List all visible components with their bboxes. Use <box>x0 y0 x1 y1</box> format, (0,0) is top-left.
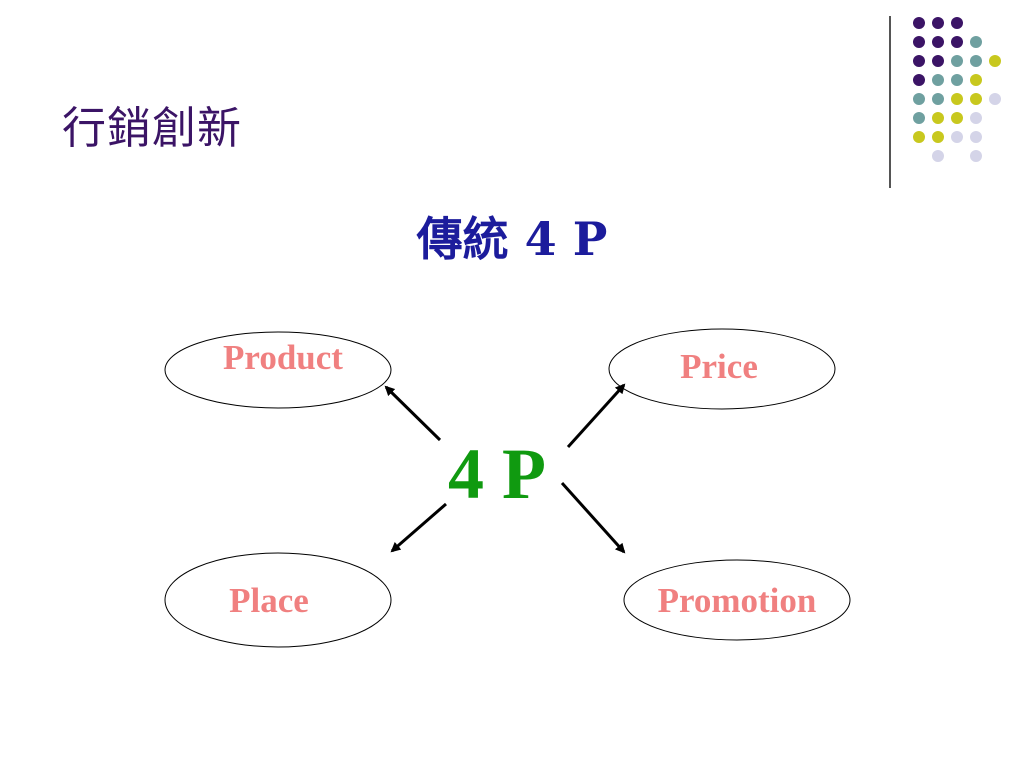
place-ellipse <box>164 552 392 648</box>
arrow-to-product <box>384 385 442 442</box>
dot <box>932 112 944 124</box>
arrow-to-place <box>390 502 447 553</box>
dot <box>970 131 982 143</box>
dot <box>932 74 944 86</box>
dot <box>913 93 925 105</box>
dot <box>932 55 944 67</box>
dot <box>951 131 963 143</box>
arrow-to-promotion <box>560 481 626 554</box>
dot <box>913 74 925 86</box>
dot <box>932 36 944 48</box>
price-ellipse <box>608 328 836 410</box>
dot <box>913 131 925 143</box>
dot <box>970 150 982 162</box>
promotion-label: Promotion <box>657 581 817 620</box>
dot <box>951 17 963 29</box>
dot <box>951 36 963 48</box>
dot <box>951 74 963 86</box>
dot <box>989 93 1001 105</box>
dot <box>913 17 925 29</box>
dot <box>913 55 925 67</box>
product-ellipse <box>164 331 392 409</box>
price-label: Price <box>680 347 758 386</box>
promotion-ellipse <box>623 559 851 641</box>
dot <box>951 93 963 105</box>
dot <box>970 55 982 67</box>
dot <box>932 131 944 143</box>
dot <box>932 150 944 162</box>
product-label: Product <box>223 338 343 377</box>
place-label: Place <box>229 581 309 620</box>
dot <box>913 36 925 48</box>
dot <box>970 93 982 105</box>
dot <box>970 36 982 48</box>
arrow-to-price <box>566 383 626 449</box>
dot <box>970 112 982 124</box>
center-4p-label: 4 P <box>448 434 546 514</box>
slide-title: 行銷創新 <box>62 103 242 154</box>
dot <box>932 17 944 29</box>
diagram-subtitle: 傳統 4 P <box>416 212 608 266</box>
dot <box>989 55 1001 67</box>
header-divider <box>889 16 891 188</box>
dot <box>932 93 944 105</box>
dot <box>970 74 982 86</box>
dot <box>951 55 963 67</box>
dot <box>913 112 925 124</box>
dot <box>951 112 963 124</box>
